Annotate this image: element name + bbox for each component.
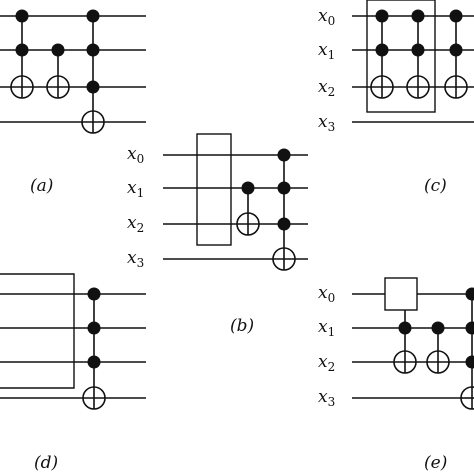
- control-dot: [465, 355, 474, 369]
- control-dot: [15, 43, 29, 57]
- qubit-label: x3: [127, 248, 144, 270]
- control-dot: [411, 43, 425, 57]
- control-dot: [449, 9, 463, 23]
- gate-box: [384, 277, 418, 311]
- target-xor: [82, 386, 106, 410]
- qubit-label: x0: [318, 283, 335, 305]
- target-xor: [46, 75, 70, 99]
- gate-box: [0, 273, 75, 389]
- target-xor: [393, 350, 417, 374]
- control-dot: [431, 321, 445, 335]
- circuit-d: (d): [0, 273, 146, 473]
- circuit-a: (a): [0, 9, 146, 196]
- control-dot: [277, 148, 291, 162]
- control-dot: [87, 355, 101, 369]
- target-xor: [236, 212, 260, 236]
- control-dot: [375, 43, 389, 57]
- qubit-label: x0: [127, 144, 144, 166]
- control-dot: [15, 9, 29, 23]
- target-xor: [81, 110, 105, 134]
- qubit-label: x2: [318, 77, 335, 99]
- control-dot: [51, 43, 65, 57]
- control-dot: [241, 181, 255, 195]
- target-xor: [406, 75, 430, 99]
- circuit-e: x0 x1 x2 x3 (e): [318, 277, 474, 473]
- caption-c: (c): [424, 176, 447, 196]
- control-dot: [411, 9, 425, 23]
- qubit-label: x0: [318, 6, 335, 28]
- gate-box: [196, 133, 232, 246]
- qubit-label: x1: [127, 178, 144, 200]
- control-dot: [465, 287, 474, 301]
- control-dot: [277, 181, 291, 195]
- control-dot: [87, 321, 101, 335]
- control-dot: [465, 321, 474, 335]
- target-xor: [460, 386, 474, 410]
- control-dot: [375, 9, 389, 23]
- control-dot: [86, 43, 100, 57]
- caption-e: (e): [424, 453, 447, 473]
- qubit-label: x2: [127, 213, 144, 235]
- control-dot: [87, 287, 101, 301]
- control-dot: [398, 321, 412, 335]
- qubit-label: x3: [318, 387, 335, 409]
- qubit-label: x1: [318, 317, 335, 339]
- target-xor: [370, 75, 394, 99]
- circuit-c: x0 x1 x2 x3 (c): [318, 0, 474, 196]
- circuit-b: x0 x1 x2 x3 (b): [127, 133, 308, 336]
- qubit-label: x3: [318, 112, 335, 134]
- qubit-label: x1: [318, 40, 335, 62]
- caption-a: (a): [30, 176, 53, 196]
- qubit-label: x2: [318, 352, 335, 374]
- caption-b: (b): [230, 316, 254, 336]
- control-dot: [449, 43, 463, 57]
- control-dot: [277, 217, 291, 231]
- target-xor: [10, 75, 34, 99]
- control-dot: [86, 9, 100, 23]
- target-xor: [272, 247, 296, 271]
- gate-box: [366, 0, 436, 113]
- control-dot: [86, 80, 100, 94]
- target-xor: [444, 75, 468, 99]
- caption-d: (d): [34, 453, 58, 473]
- target-xor: [426, 350, 450, 374]
